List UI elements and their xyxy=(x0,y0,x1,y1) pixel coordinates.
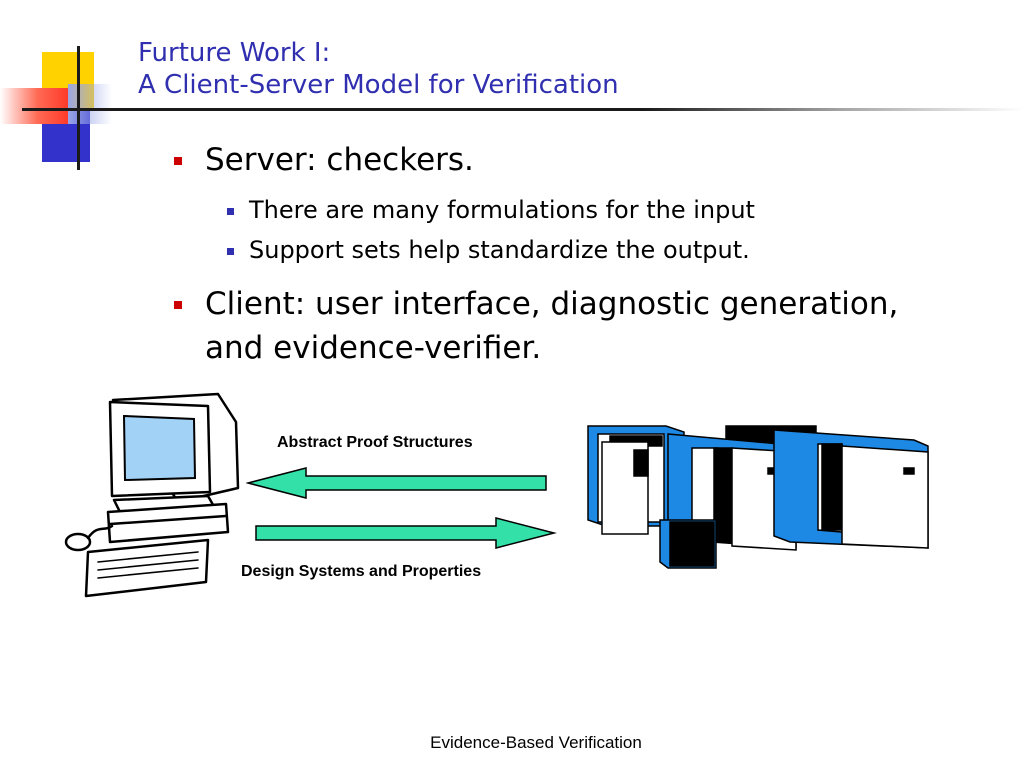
sub-bullet-support-sets-text: Support sets help standardize the output… xyxy=(249,236,750,264)
arrow-to-client xyxy=(246,467,547,499)
logo-red-square xyxy=(0,88,68,124)
sub-bullet-formulations: There are many formulations for the inpu… xyxy=(172,190,932,230)
title-underline xyxy=(22,108,1024,111)
logo-lightblue-square xyxy=(68,84,112,124)
bullet-marker xyxy=(227,248,234,255)
bullet-server: Server: checkers. xyxy=(172,138,932,182)
bullet-client-text: Client: user interface, diagnostic gener… xyxy=(205,286,899,366)
server-cluster-icon xyxy=(587,425,929,569)
slide-title: Furture Work I: A Client-Server Model fo… xyxy=(138,37,938,101)
title-line-1: Furture Work I: xyxy=(138,38,331,68)
bullet-client: Client: user interface, diagnostic gener… xyxy=(172,282,932,370)
bullet-server-text: Server: checkers. xyxy=(205,142,474,178)
sub-bullet-support-sets: Support sets help standardize the output… xyxy=(172,230,932,270)
arrow-to-server xyxy=(255,517,557,549)
label-abstract-proof-structures: Abstract Proof Structures xyxy=(277,434,473,451)
title-line-2: A Client-Server Model for Verification xyxy=(138,70,619,100)
bullet-list: Server: checkers. There are many formula… xyxy=(172,138,932,378)
bullet-marker xyxy=(174,301,182,309)
bullet-marker xyxy=(174,157,182,165)
label-design-systems: Design Systems and Properties xyxy=(241,563,482,580)
bullet-marker xyxy=(227,208,234,215)
slide-footer: Evidence-Based Verification xyxy=(430,733,642,752)
computer-icon xyxy=(64,392,240,598)
sub-bullet-formulations-text: There are many formulations for the inpu… xyxy=(249,196,755,224)
